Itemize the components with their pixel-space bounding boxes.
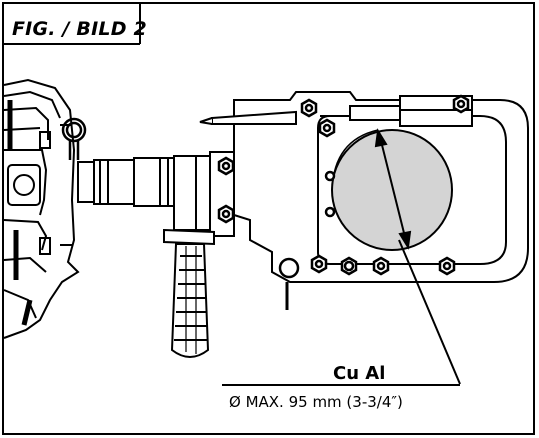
bolt-icon: [318, 118, 336, 138]
motor-shading: [7, 100, 33, 326]
material-label: Cu Al: [333, 363, 386, 384]
bolts: [217, 94, 470, 276]
ring-pin: [61, 117, 87, 160]
bolt-icon: [217, 156, 235, 176]
capacity-spec: Ø MAX. 95 mm (3-3/4″): [229, 393, 403, 411]
release-pin: [278, 257, 300, 310]
figure-label: FIG. / BILD 2: [12, 18, 147, 40]
bolt-icon: [452, 94, 470, 114]
diameter-indicator: [374, 128, 461, 385]
bolt-icon: [340, 256, 358, 276]
annotation-line: [222, 384, 460, 386]
bolt-icon: [300, 98, 318, 118]
bolt-icon: [372, 256, 390, 276]
bolt-icon: [310, 254, 328, 274]
hydraulic-shaft: [77, 157, 175, 207]
side-handle: [163, 228, 215, 358]
bolt-icon: [438, 256, 456, 276]
bolt-icon: [217, 204, 235, 224]
outer-border: [2, 2, 535, 435]
